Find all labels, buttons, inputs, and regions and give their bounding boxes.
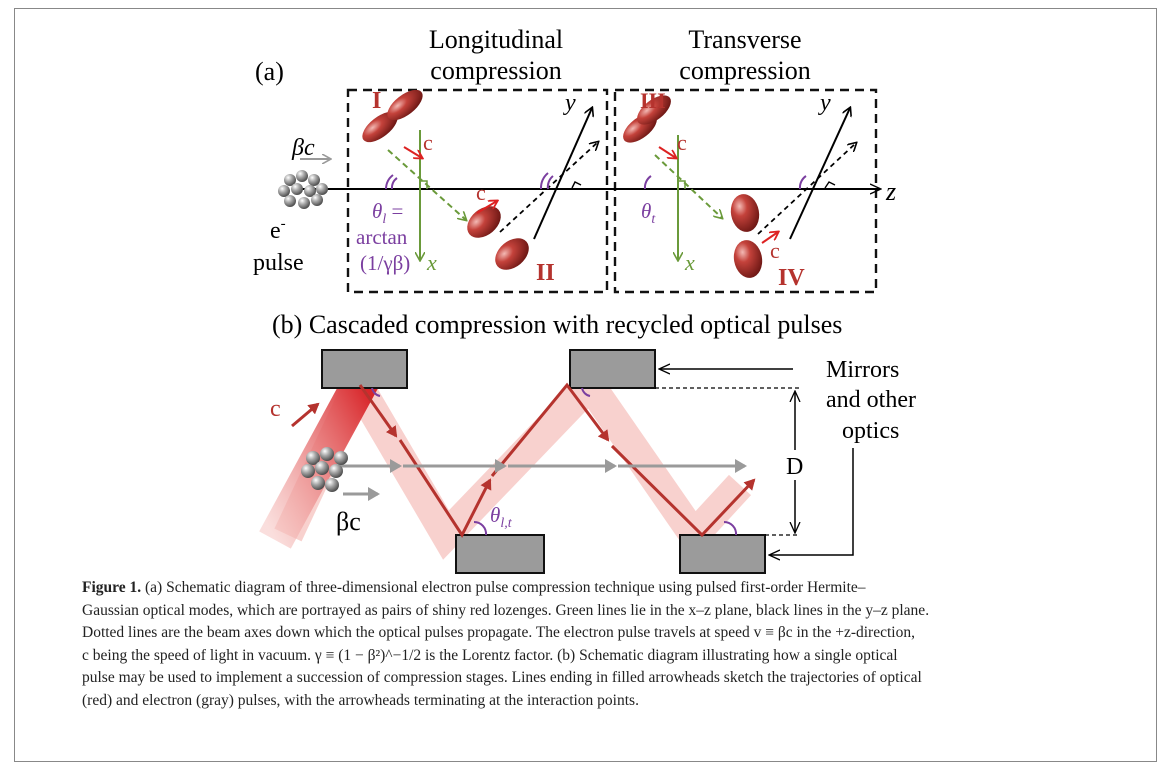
angle-arc-m4 [723,520,738,536]
figure-diagram: (a) Longitudinal compression Transverse … [253,25,916,574]
angle-arc-2 [546,175,554,190]
D-label: D [786,454,803,480]
optical-trajectory-seg1 [358,384,398,438]
caption-line-6: (red) and electron (gray) pulses, with t… [82,691,639,709]
pulse-III-label: III [640,88,666,113]
caption-line-1: Figure 1. (a) Schematic diagram of three… [82,577,1082,600]
x-axis-label-longitudinal: x [426,250,437,275]
electron-pulse-label: pulse [253,250,304,276]
caption-line-4: c being the speed of light in vacuum. γ … [82,646,898,664]
right-angle-mark-3 [678,180,686,189]
c-label-II: c [476,180,486,205]
mirrors-label-line3: optics [842,418,899,444]
optical-pulse-III [623,95,671,143]
transverse-title-line2: compression [679,56,810,85]
pulse-I-label: I [372,88,381,114]
mirror-bottom-2 [679,534,766,574]
y-axis-transverse [789,108,850,240]
c-arrow-II [476,201,497,214]
c-arrow-b [291,402,320,428]
mirror-bottom-1 [455,534,545,574]
beam-axis-III [654,154,722,218]
c-label-III: c [677,130,687,155]
mirrors-label-line1: Mirrors [826,357,899,383]
panel-a-label: (a) [255,57,284,86]
caption-line-3: Dotted lines are the beam axes down whic… [82,624,915,641]
mirrors-label-line2: and other [826,387,916,413]
caption-line-5: pulse may be used to implement a success… [82,669,922,686]
angle-arc-1b [385,174,394,190]
optical-pulse-I [362,89,423,143]
transverse-title-line1: Transverse [688,25,801,54]
c-arrow-IV [761,232,778,244]
beam-axis-IV [757,143,856,235]
angle-arc-3 [643,175,652,190]
electron-label: e- [270,216,286,244]
figure-caption: Figure 1. (a) Schematic diagram of three… [82,577,1082,712]
theta-l-arg: (1/γβ) [360,251,410,275]
longitudinal-title-line2: compression [430,56,561,85]
x-axis-label-transverse: x [684,250,695,275]
y-axis-label-longitudinal: y [563,90,576,116]
caption-line-2: Gaussian optical modes, which are portra… [82,601,930,619]
optical-trajectory-seg2 [398,439,492,538]
right-angle-mark-1 [420,180,428,189]
mirrors-pointer-bottom [770,448,854,555]
optical-pulse-II [467,206,529,270]
theta-l-arctan: arctan [356,225,408,249]
beta-c-label-a: βc [291,135,315,161]
theta-l-label: θl = [372,199,403,227]
caption-line1-text: (a) Schematic diagram of three-dimension… [141,579,866,596]
c-label-IV: c [770,238,780,263]
right-angle-mark-2 [571,181,582,189]
c-label-b: c [270,396,281,422]
caption-figure-label: Figure 1. [82,579,142,596]
angle-arc-2b [540,172,549,190]
longitudinal-title-line1: Longitudinal [429,25,563,54]
pulse-II-label: II [536,260,555,286]
c-arrow-III [658,146,676,158]
z-axis-label: z [885,177,896,206]
mirror-top-1 [321,349,408,389]
angle-arc-m3 [473,520,488,536]
electron-bunch-b [301,447,348,492]
c-arrow-I [403,146,422,158]
optical-pulse-IV [730,194,763,278]
theta-t-label: θt [641,199,656,227]
beta-c-label-b: βc [336,507,361,536]
angle-arc-1 [390,177,398,190]
longitudinal-box [346,88,609,294]
y-axis-label-transverse: y [818,90,831,116]
mirror-top-2 [569,349,656,389]
angle-arc-4 [798,175,807,190]
angle-arc-m2 [581,387,591,397]
optical-trajectory-seg4 [610,444,756,538]
figure-frame [14,8,1157,762]
pulse-IV-label: IV [778,265,805,291]
c-label-I: c [423,130,433,155]
optical-trajectory-seg3 [490,382,610,477]
beam-axis-II [499,142,598,233]
right-angle-mark-4 [824,181,836,189]
panel-b-title: (b) Cascaded compression with recycled o… [272,310,842,339]
electron-bunch-a [278,170,328,209]
theta-lt-label: θl,t [490,503,513,531]
angle-arc-m1 [371,387,381,397]
